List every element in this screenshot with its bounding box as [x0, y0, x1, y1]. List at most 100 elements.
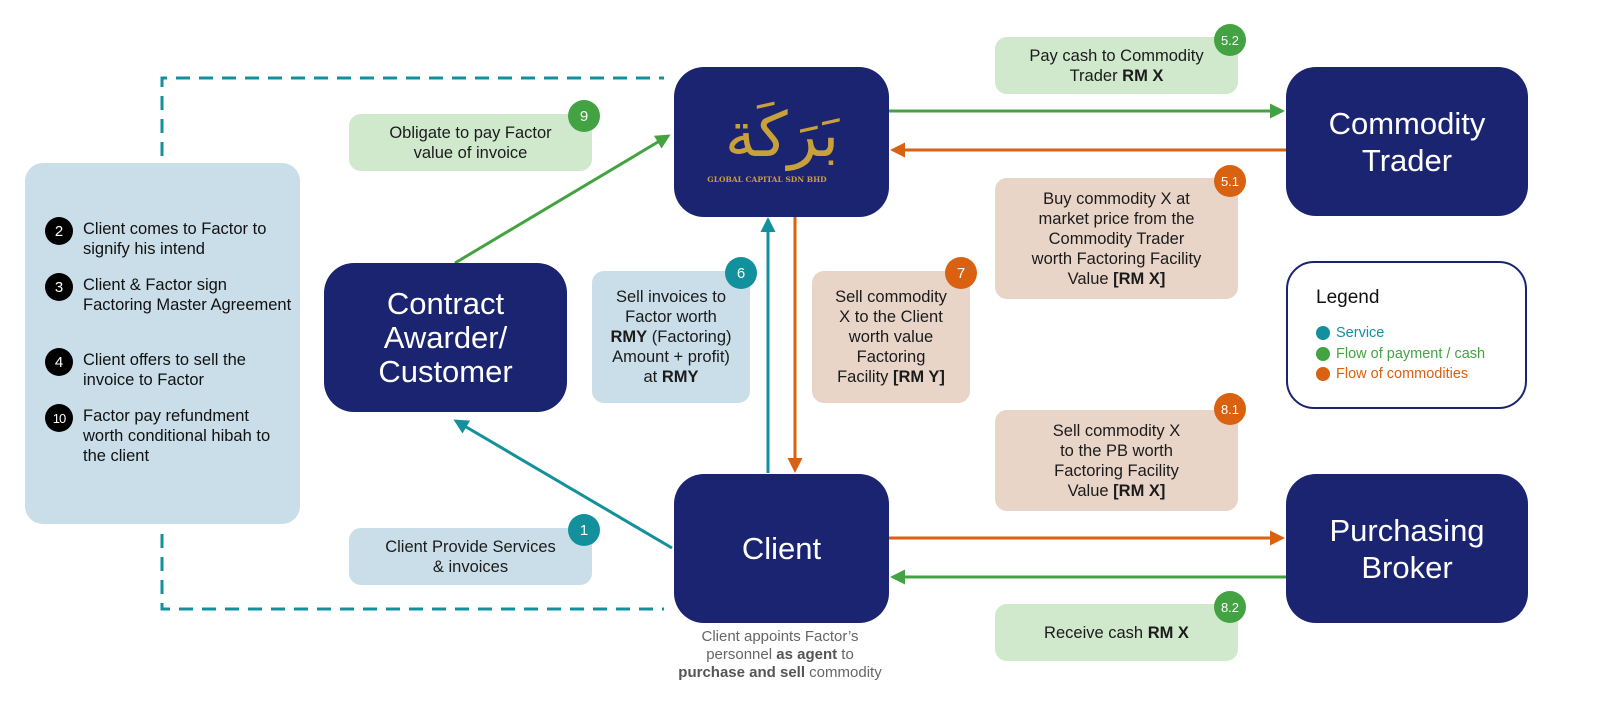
- step-badge-9: 9: [568, 100, 600, 132]
- note-step-5-1: Buy commodity X at market price from the…: [995, 178, 1238, 299]
- note-step-5-2: Pay cash to Commodity Trader RM X: [995, 37, 1238, 94]
- note-text: Factoring Facility: [1054, 461, 1179, 480]
- note-text: (Factoring): [647, 328, 732, 346]
- node-label: Customer: [378, 353, 513, 389]
- step-text: Client offers to sell the invoice to Fac…: [83, 351, 246, 389]
- note-text: Amount + profit): [612, 348, 730, 366]
- legend: Legend Service Flow of payment / cash Fl…: [1286, 261, 1527, 409]
- circle-icon: [1316, 347, 1330, 361]
- legend-label: Flow of payment / cash: [1336, 346, 1486, 362]
- node-label: Commodity: [1328, 105, 1486, 141]
- node-label: Awarder/: [383, 319, 508, 355]
- amount-text: [RM Y]: [892, 368, 945, 386]
- amount-text: RMY: [610, 328, 648, 346]
- step-badge-8-1: 8.1: [1214, 393, 1246, 425]
- node-label: Client: [741, 531, 822, 566]
- step-item: 10 Factor pay refundment worth condition…: [45, 404, 293, 466]
- node-label: Purchasing: [1329, 512, 1485, 548]
- note-text: worth value: [848, 328, 934, 346]
- note-text: Value: [1067, 269, 1114, 288]
- steps-panel: 2 Client comes to Factor to signify his …: [25, 163, 300, 524]
- barakah-logo-icon: بَرَكَة GLOBAL CAPITAL SDN BHD: [707, 98, 840, 184]
- note-text: Facility [RM Y]: [835, 367, 947, 387]
- amount-text: RM X: [1147, 623, 1189, 642]
- caption-bold-text: purchase and sell: [678, 664, 806, 681]
- note-step-8-1: Sell commodity X to the PB worth Factori…: [995, 410, 1238, 511]
- note-text: Value: [1067, 481, 1114, 500]
- note-text: Client Provide Services: [385, 537, 556, 556]
- step-badge-1: 1: [568, 514, 600, 546]
- note-step-8-2: Receive cash RM X: [995, 604, 1238, 661]
- legend-label: Service: [1336, 325, 1385, 341]
- step-badge-5-2: 5.2: [1214, 24, 1246, 56]
- node-label: Broker: [1361, 549, 1453, 585]
- legend-item-service: Service: [1316, 325, 1384, 341]
- node-label: Contract: [386, 285, 505, 321]
- note-step-7: Sell commodity X to the Client worth val…: [812, 271, 970, 403]
- note-text: Value [RM X]: [1032, 269, 1202, 289]
- note-text: Trader RM X: [1029, 66, 1203, 86]
- note-text: & invoices: [432, 557, 509, 576]
- note-text: at: [643, 368, 662, 386]
- legend-title: Legend: [1316, 287, 1380, 308]
- note-text: Facility: [837, 368, 893, 386]
- caption-text: commodity: [805, 664, 882, 681]
- step-badge-8-2: 8.2: [1214, 591, 1246, 623]
- amount-text: [RM X]: [1113, 269, 1166, 288]
- legend-item-commodities: Flow of commodities: [1316, 366, 1468, 382]
- step-number-badge: 2: [45, 217, 73, 245]
- caption-text: to: [837, 646, 854, 663]
- node-label: Trader: [1361, 142, 1453, 178]
- step-number-badge: 10: [45, 404, 73, 432]
- note-text: Factoring: [856, 348, 926, 366]
- note-text: X to the Client: [839, 308, 943, 326]
- caption-bold-text: as agent: [776, 646, 838, 663]
- step-number-badge: 4: [45, 348, 73, 376]
- note-text: Receive cash: [1044, 623, 1148, 642]
- caption-text: purchase and sell commodity: [650, 664, 910, 682]
- caption-text: Client appoints Factor’s: [701, 628, 859, 645]
- step-badge-7: 7: [945, 257, 977, 289]
- note-step-9: Obligate to pay Factor value of invoice: [349, 114, 592, 171]
- caption-text: personnel: [706, 646, 777, 663]
- contract-awarder-node[interactable]: Contract Awarder/ Customer: [324, 263, 567, 412]
- note-text: RMY (Factoring): [610, 327, 731, 347]
- note-text: value of invoice: [413, 143, 528, 162]
- note-text: worth Factoring Facility: [1031, 249, 1202, 268]
- legend-label: Flow of commodities: [1336, 366, 1469, 382]
- note-step-1: Client Provide Services & invoices: [349, 528, 592, 585]
- svg-text:بَرَكَة: بَرَكَة: [724, 98, 840, 171]
- note-text: Obligate to pay Factor: [389, 123, 552, 142]
- step-text: Client comes to Factor to signify his in…: [83, 220, 267, 258]
- legend-item-payment: Flow of payment / cash: [1316, 346, 1485, 362]
- circle-icon: [1316, 367, 1330, 381]
- note-text: at RMY: [610, 367, 731, 387]
- purchasing-broker-node[interactable]: Purchasing Broker: [1286, 474, 1528, 623]
- step-text: Client & Factor sign Factoring Master Ag…: [83, 276, 292, 314]
- step-text: Factor pay refundment worth conditional …: [83, 407, 271, 465]
- commodity-trader-node[interactable]: Commodity Trader: [1286, 67, 1528, 216]
- note-text: Sell invoices to: [615, 288, 727, 306]
- step-number-badge: 3: [45, 273, 73, 301]
- note-text: Sell commodity X: [1052, 421, 1181, 440]
- svg-text:GLOBAL CAPITAL SDN BHD: GLOBAL CAPITAL SDN BHD: [707, 175, 827, 184]
- note-text: Buy commodity X at: [1043, 189, 1190, 208]
- note-text: Receive cash RM X: [1044, 623, 1189, 643]
- amount-text: [RM X]: [1113, 481, 1166, 500]
- note-text: Pay cash to Commodity: [1029, 46, 1204, 65]
- step-badge-5-1: 5.1: [1214, 165, 1246, 197]
- note-text: to the PB worth: [1060, 441, 1173, 460]
- amount-text: RM X: [1122, 66, 1164, 85]
- factor-node[interactable]: بَرَكَة GLOBAL CAPITAL SDN BHD: [674, 67, 889, 217]
- step-item: 2 Client comes to Factor to signify his …: [45, 217, 293, 259]
- note-step-6: Sell invoices to Factor worth RMY (Facto…: [592, 271, 750, 403]
- note-text: Sell commodity: [835, 288, 947, 306]
- note-text: Factor worth: [625, 308, 717, 326]
- note-text: market price from the: [1038, 209, 1195, 228]
- client-agent-caption: Client appoints Factor’s personnel as ag…: [650, 628, 910, 682]
- step-badge-6: 6: [725, 257, 757, 289]
- amount-text: RMY: [661, 368, 699, 386]
- client-node[interactable]: Client: [674, 474, 889, 623]
- circle-icon: [1316, 326, 1330, 340]
- caption-text: personnel as agent to: [650, 646, 910, 664]
